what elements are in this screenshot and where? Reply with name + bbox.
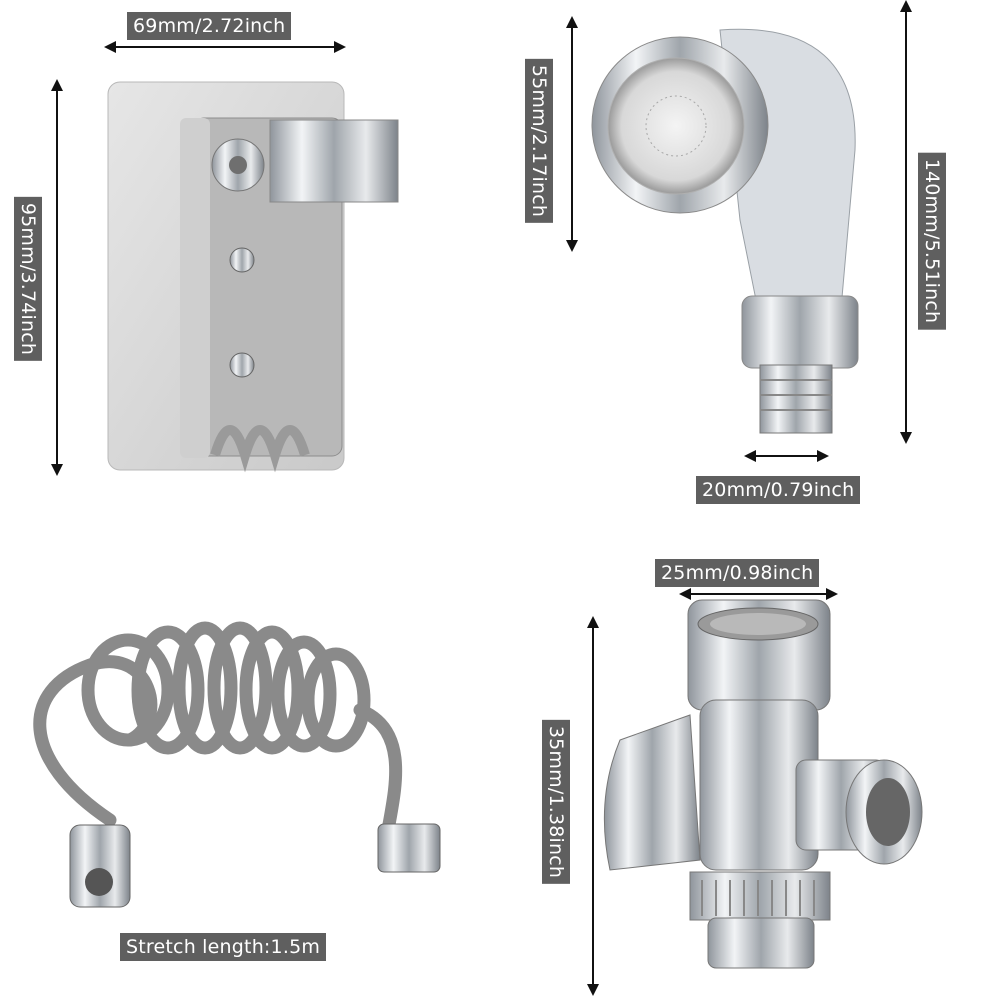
stretch-length-label: Stretch length:1.5m	[120, 933, 327, 961]
shower-head	[591, 28, 859, 434]
diverter-valve	[603, 599, 923, 969]
holder-width-label: 69mm/2.72inch	[127, 12, 292, 40]
head-diameter-label: 55mm/2.17inch	[525, 58, 553, 224]
valve-height-label: 35mm/1.38inch	[542, 719, 570, 885]
head-length-label: 140mm/5.51inch	[918, 152, 946, 330]
wall-holder	[107, 81, 399, 473]
head-thread-label: 20mm/0.79inch	[696, 476, 861, 504]
holder-height-label: 95mm/3.74inch	[14, 196, 42, 362]
hose-fittings	[69, 823, 441, 908]
coiled-hose	[33, 621, 403, 837]
valve-width-label: 25mm/0.98inch	[655, 559, 820, 587]
